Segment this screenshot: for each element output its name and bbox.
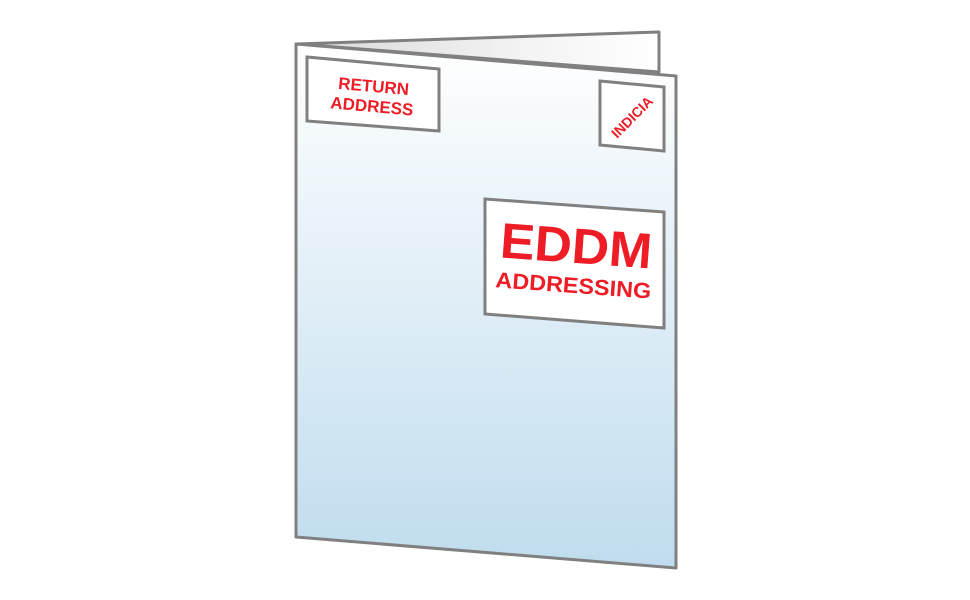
eddm-title: EDDM (498, 213, 654, 280)
return-address-box: RETURN ADDRESS (305, 55, 441, 133)
indicia-box: INDICIA (598, 79, 666, 153)
eddm-addressing-box: EDDM ADDRESSING (483, 197, 666, 330)
